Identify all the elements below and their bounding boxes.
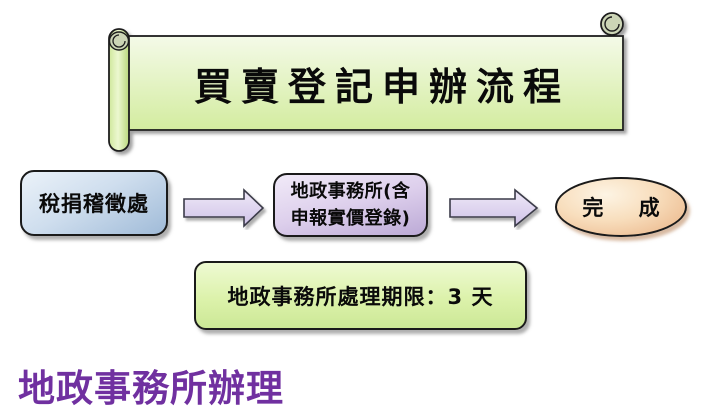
section-heading-land-office: 地政事務所辦理: [18, 367, 284, 410]
flow-terminal-complete: 完 成: [555, 177, 687, 237]
processing-time-note: 地政事務所處理期限：3 天: [194, 261, 527, 330]
flow-step-land-office: 地政事務所(含 申報實價登錄): [273, 173, 428, 237]
complete-label: 完 成: [582, 196, 674, 220]
tax-office-label: 稅捐稽徵處: [39, 192, 149, 216]
land-office-label-line1: 地政事務所(含: [290, 181, 411, 202]
page-title: 買賣登記申辦流程: [193, 64, 570, 109]
flow-arrow-1-icon: [183, 188, 265, 228]
scroll-banner-shape: [108, 12, 624, 152]
flow-arrow-2-icon: [449, 188, 539, 228]
land-office-label-line2: 申報實價登錄): [290, 208, 411, 229]
scroll-right-curl-icon: [600, 12, 624, 36]
flow-step-tax-office: 稅捐稽徵處: [20, 170, 168, 236]
processing-time-label: 地政事務所處理期限：3 天: [227, 284, 494, 309]
